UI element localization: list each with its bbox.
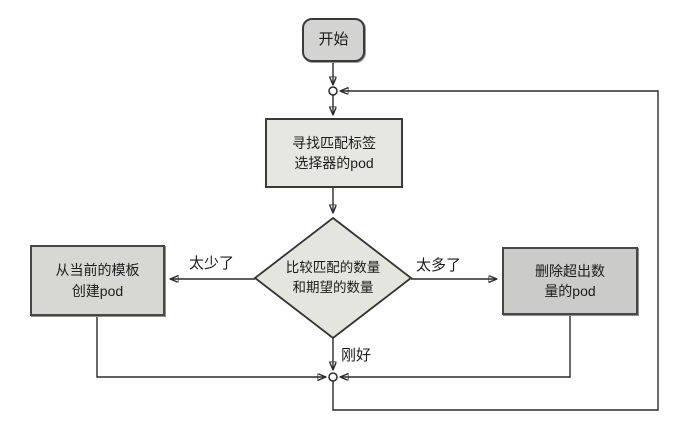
node-create-pods-label: 从当前的模板 创建pod (55, 262, 140, 299)
node-create-pods: 从当前的模板 创建pod (30, 245, 165, 316)
node-compare-decision: 比较匹配的数量 和期望的数量 (256, 249, 410, 307)
node-start-label: 开始 (318, 31, 349, 49)
node-compare-label: 比较匹配的数量 和期望的数量 (285, 260, 381, 295)
junction-top (328, 86, 338, 96)
junction-bottom (328, 372, 338, 382)
edge-delete-return (341, 315, 571, 377)
node-find-pods: 寻找匹配标签 选择器的pod (265, 118, 403, 188)
edge-label-just-right: 刚好 (341, 347, 372, 364)
edge-label-too-many: 太多了 (416, 257, 462, 274)
node-delete-pods-label: 删除超出数 量的pod (535, 262, 605, 299)
node-delete-pods: 删除超出数 量的pod (502, 247, 638, 315)
edge-loop-back (332, 91, 659, 411)
edge-create-return (96, 316, 325, 377)
node-start: 开始 (302, 18, 365, 62)
edge-label-too-few: 太少了 (189, 255, 235, 272)
node-find-pods-label: 寻找匹配标签 选择器的pod (292, 134, 376, 171)
